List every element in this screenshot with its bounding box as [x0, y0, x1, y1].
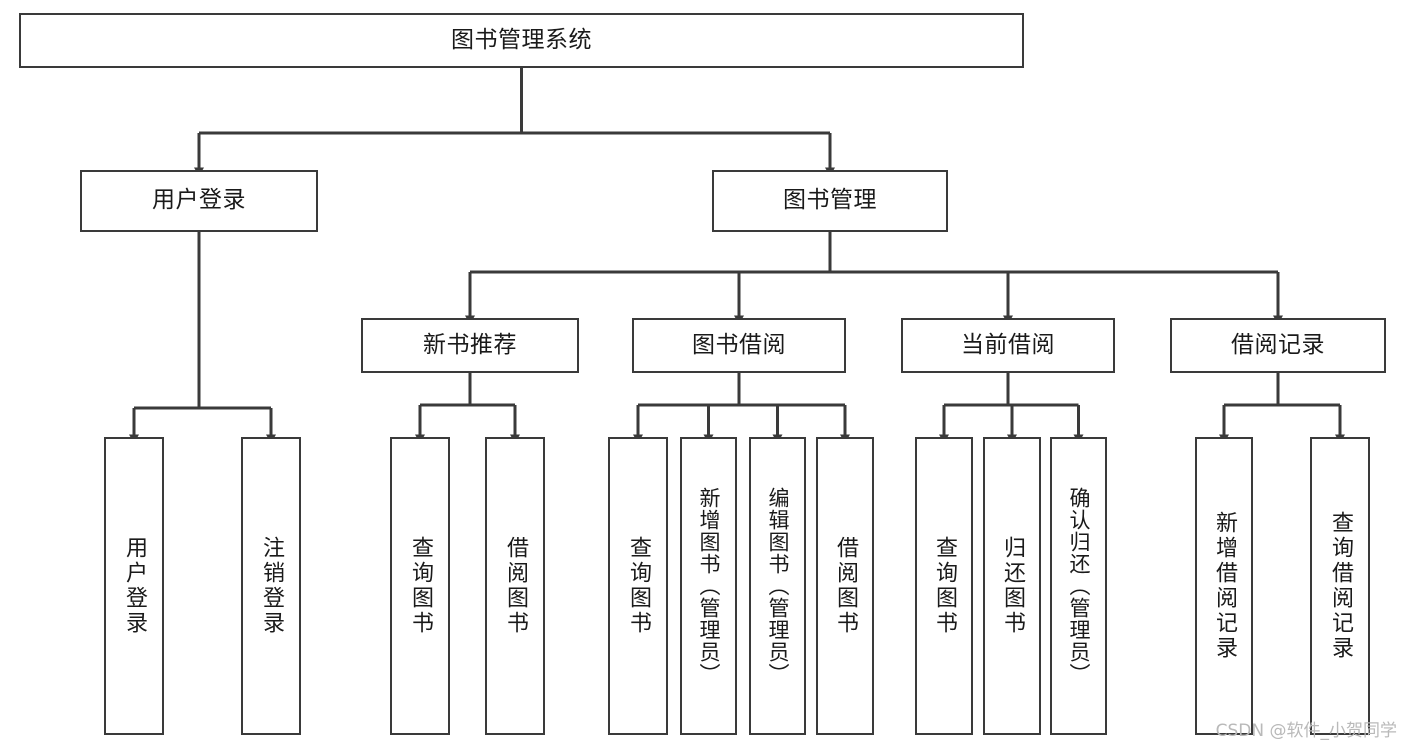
- node-label: 借阅图书: [833, 536, 858, 636]
- node-leaf-add-record[interactable]: 新增借阅记录: [1195, 437, 1253, 735]
- node-label: 查询借阅记录: [1328, 511, 1353, 661]
- node-label: 新增图书（管理员）: [697, 487, 721, 685]
- node-book-borrow[interactable]: 图书借阅: [632, 318, 846, 373]
- node-leaf-confirm-return[interactable]: 确认归还（管理员）: [1050, 437, 1107, 735]
- node-label: 当前借阅: [961, 331, 1055, 358]
- node-label: 确认归还（管理员）: [1067, 487, 1091, 685]
- node-leaf-query-book-3[interactable]: 查询图书: [915, 437, 973, 735]
- node-current-borrow[interactable]: 当前借阅: [901, 318, 1115, 373]
- node-leaf-query-book-2[interactable]: 查询图书: [608, 437, 668, 735]
- node-leaf-add-book[interactable]: 新增图书（管理员）: [680, 437, 737, 735]
- node-label: 用户登录: [122, 536, 147, 636]
- node-leaf-user-login[interactable]: 用户登录: [104, 437, 164, 735]
- node-leaf-borrow-book-1[interactable]: 借阅图书: [485, 437, 545, 735]
- node-label: 借阅图书: [503, 536, 528, 636]
- node-leaf-query-book-1[interactable]: 查询图书: [390, 437, 450, 735]
- node-leaf-return-book[interactable]: 归还图书: [983, 437, 1041, 735]
- node-leaf-query-record[interactable]: 查询借阅记录: [1310, 437, 1370, 735]
- node-label: 用户登录: [152, 187, 246, 214]
- node-leaf-logout-login[interactable]: 注销登录: [241, 437, 301, 735]
- node-label: 图书管理系统: [451, 26, 592, 53]
- node-label: 查询图书: [932, 536, 957, 636]
- node-label: 新书推荐: [423, 331, 517, 358]
- node-root-root[interactable]: 图书管理系统: [19, 13, 1024, 68]
- node-leaf-edit-book[interactable]: 编辑图书（管理员）: [749, 437, 806, 735]
- node-label: 注销登录: [259, 536, 284, 636]
- node-book-management[interactable]: 图书管理: [712, 170, 948, 232]
- node-label: 借阅记录: [1231, 331, 1325, 358]
- node-label: 归还图书: [1000, 536, 1025, 636]
- node-label: 查询图书: [626, 536, 651, 636]
- node-label: 新增借阅记录: [1212, 511, 1237, 661]
- node-leaf-borrow-book-2[interactable]: 借阅图书: [816, 437, 874, 735]
- node-borrow-record[interactable]: 借阅记录: [1170, 318, 1386, 373]
- node-label: 图书管理: [783, 187, 877, 214]
- node-new-book-recommend[interactable]: 新书推荐: [361, 318, 579, 373]
- node-label: 图书借阅: [692, 331, 786, 358]
- node-label: 查询图书: [408, 536, 433, 636]
- node-label: 编辑图书（管理员）: [766, 487, 790, 685]
- node-user-login[interactable]: 用户登录: [80, 170, 318, 232]
